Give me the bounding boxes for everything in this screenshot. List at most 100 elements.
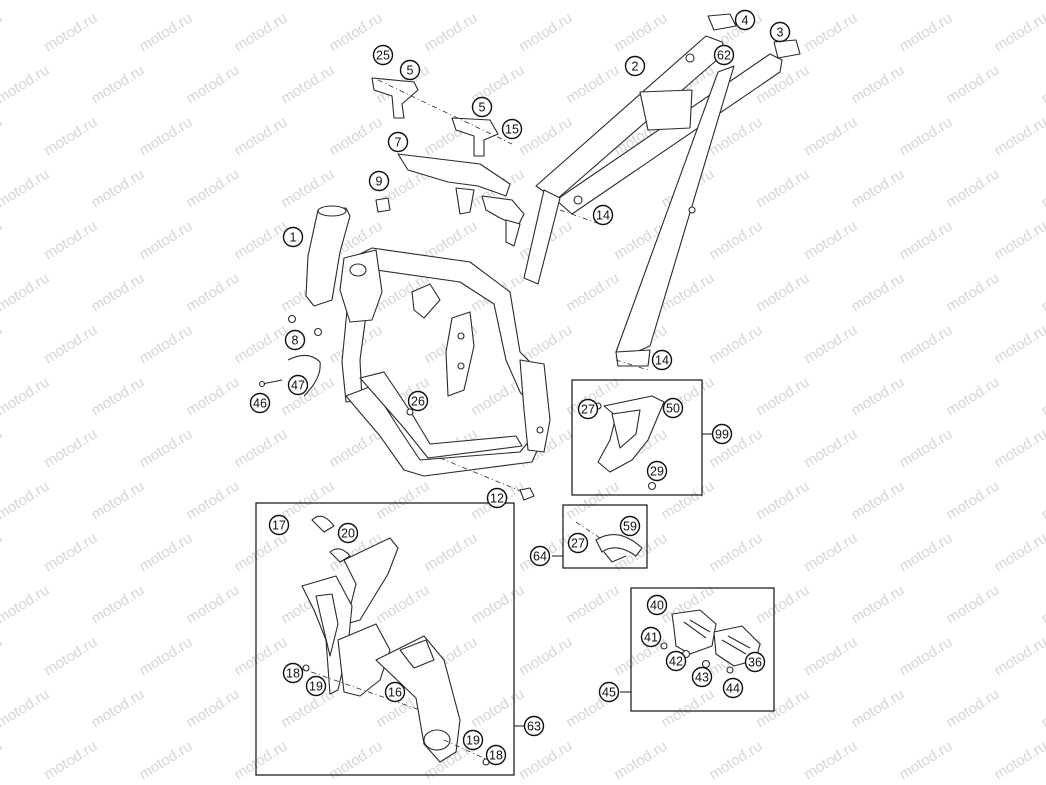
callout-2: 2 xyxy=(624,55,646,77)
callout-59: 59 xyxy=(619,515,641,537)
callout-12: 12 xyxy=(486,487,508,509)
callout-50: 50 xyxy=(662,397,684,419)
watermark-text: motod.ru xyxy=(1038,478,1046,524)
watermark-text: motod.ru xyxy=(706,738,765,784)
watermark-text: motod.ru xyxy=(0,478,52,524)
callout-17: 17 xyxy=(268,514,290,536)
callout-62: 62 xyxy=(713,44,735,66)
callout-40: 40 xyxy=(646,594,668,616)
callout-5: 5 xyxy=(399,59,421,81)
watermark-text: motod.ru xyxy=(516,10,575,56)
watermark-text: motod.ru xyxy=(516,634,575,680)
watermark-text: motod.ru xyxy=(801,738,860,784)
callout-number: 4 xyxy=(742,14,749,28)
watermark-text: motod.ru xyxy=(373,0,432,3)
watermark-text: motod.ru xyxy=(0,374,52,420)
watermark-text: motod.ru xyxy=(136,10,195,56)
nut-8 xyxy=(313,327,323,337)
watermark-text: motod.ru xyxy=(278,166,337,212)
watermark-text: motod.ru xyxy=(88,478,147,524)
frame-protector-sleeve xyxy=(305,207,351,307)
callout-42: 42 xyxy=(665,650,687,672)
watermark-text: motod.ru xyxy=(611,634,670,680)
callout-18: 18 xyxy=(485,744,507,766)
callout-number: 7 xyxy=(395,136,402,150)
callout-number: 44 xyxy=(726,682,740,696)
watermark-text: motod.ru xyxy=(0,0,52,3)
watermark-text: motod.ru xyxy=(991,530,1046,576)
watermark-text: motod.ru xyxy=(896,530,955,576)
callout-number: 45 xyxy=(602,686,616,700)
watermark-text: motod.ru xyxy=(848,478,907,524)
watermark-text: motod.ru xyxy=(88,166,147,212)
watermark-text: motod.ru xyxy=(183,374,242,420)
callout-16: 16 xyxy=(384,681,406,703)
callout-3: 3 xyxy=(769,21,791,43)
watermark-text: motod.ru xyxy=(658,0,717,3)
callout-19: 19 xyxy=(462,729,484,751)
watermark-text: motod.ru xyxy=(991,10,1046,56)
watermark-text: motod.ru xyxy=(278,374,337,420)
watermark-text: motod.ru xyxy=(183,582,242,628)
chain-slider-kit-64 xyxy=(562,504,648,569)
callout-number: 5 xyxy=(479,101,486,115)
callout-number: 29 xyxy=(650,465,664,479)
watermark-text: motod.ru xyxy=(801,114,860,160)
watermark-text: motod.ru xyxy=(611,10,670,56)
callout-20: 20 xyxy=(337,522,359,544)
watermark-text: motod.ru xyxy=(801,426,860,472)
callout-46: 46 xyxy=(249,392,271,414)
watermark-text: motod.ru xyxy=(41,634,100,680)
watermark-text: motod.ru xyxy=(136,218,195,264)
callout-number: 64 xyxy=(533,550,547,564)
watermark-text: motod.ru xyxy=(183,270,242,316)
watermark-text: motod.ru xyxy=(753,0,812,3)
watermark-text: motod.ru xyxy=(373,478,432,524)
watermark-text: motod.ru xyxy=(231,218,290,264)
watermark-text: motod.ru xyxy=(326,738,385,784)
callout-44: 44 xyxy=(722,677,744,699)
watermark-text: motod.ru xyxy=(943,374,1002,420)
callout-number: 18 xyxy=(489,749,503,763)
watermark-text: motod.ru xyxy=(136,426,195,472)
callout-number: 9 xyxy=(376,175,383,189)
callout-99: 99 xyxy=(711,423,733,445)
clip-47 xyxy=(287,354,321,397)
watermark-text: motod.ru xyxy=(848,62,907,108)
watermark-text: motod.ru xyxy=(706,530,765,576)
callout-number: 1 xyxy=(290,231,297,245)
watermark-text: motod.ru xyxy=(326,114,385,160)
callout-14: 14 xyxy=(651,349,673,371)
callout-number: 2 xyxy=(632,60,639,74)
callout-18: 18 xyxy=(282,662,304,684)
callout-number: 36 xyxy=(748,656,762,670)
watermark-text: motod.ru xyxy=(896,10,955,56)
watermark-text: motod.ru xyxy=(1038,0,1046,3)
rear-subframe xyxy=(523,13,801,371)
callout-9: 9 xyxy=(368,170,390,192)
watermark-text: motod.ru xyxy=(1038,166,1046,212)
bracket-lower xyxy=(451,117,499,157)
watermark-text: motod.ru xyxy=(563,270,622,316)
callout-number: 14 xyxy=(655,354,669,368)
callout-14: 14 xyxy=(592,204,614,226)
watermark-text: motod.ru xyxy=(896,738,955,784)
callout-number: 12 xyxy=(490,492,504,506)
callout-number: 41 xyxy=(644,631,658,645)
callout-number: 18 xyxy=(286,667,300,681)
callout-27: 27 xyxy=(577,398,599,420)
callout-number: 99 xyxy=(715,428,729,442)
callout-number: 16 xyxy=(388,686,402,700)
watermark-text: motod.ru xyxy=(943,270,1002,316)
bracket-upper xyxy=(371,77,419,119)
watermark-text: motod.ru xyxy=(896,218,955,264)
watermark-text: motod.ru xyxy=(0,426,5,472)
watermark-text: motod.ru xyxy=(278,686,337,732)
watermark-text: motod.ru xyxy=(991,738,1046,784)
watermark-text: motod.ru xyxy=(991,218,1046,264)
watermark-text: motod.ru xyxy=(1038,374,1046,420)
watermark-text: motod.ru xyxy=(991,426,1046,472)
watermark-text: motod.ru xyxy=(896,114,955,160)
watermark-text: motod.ru xyxy=(136,738,195,784)
